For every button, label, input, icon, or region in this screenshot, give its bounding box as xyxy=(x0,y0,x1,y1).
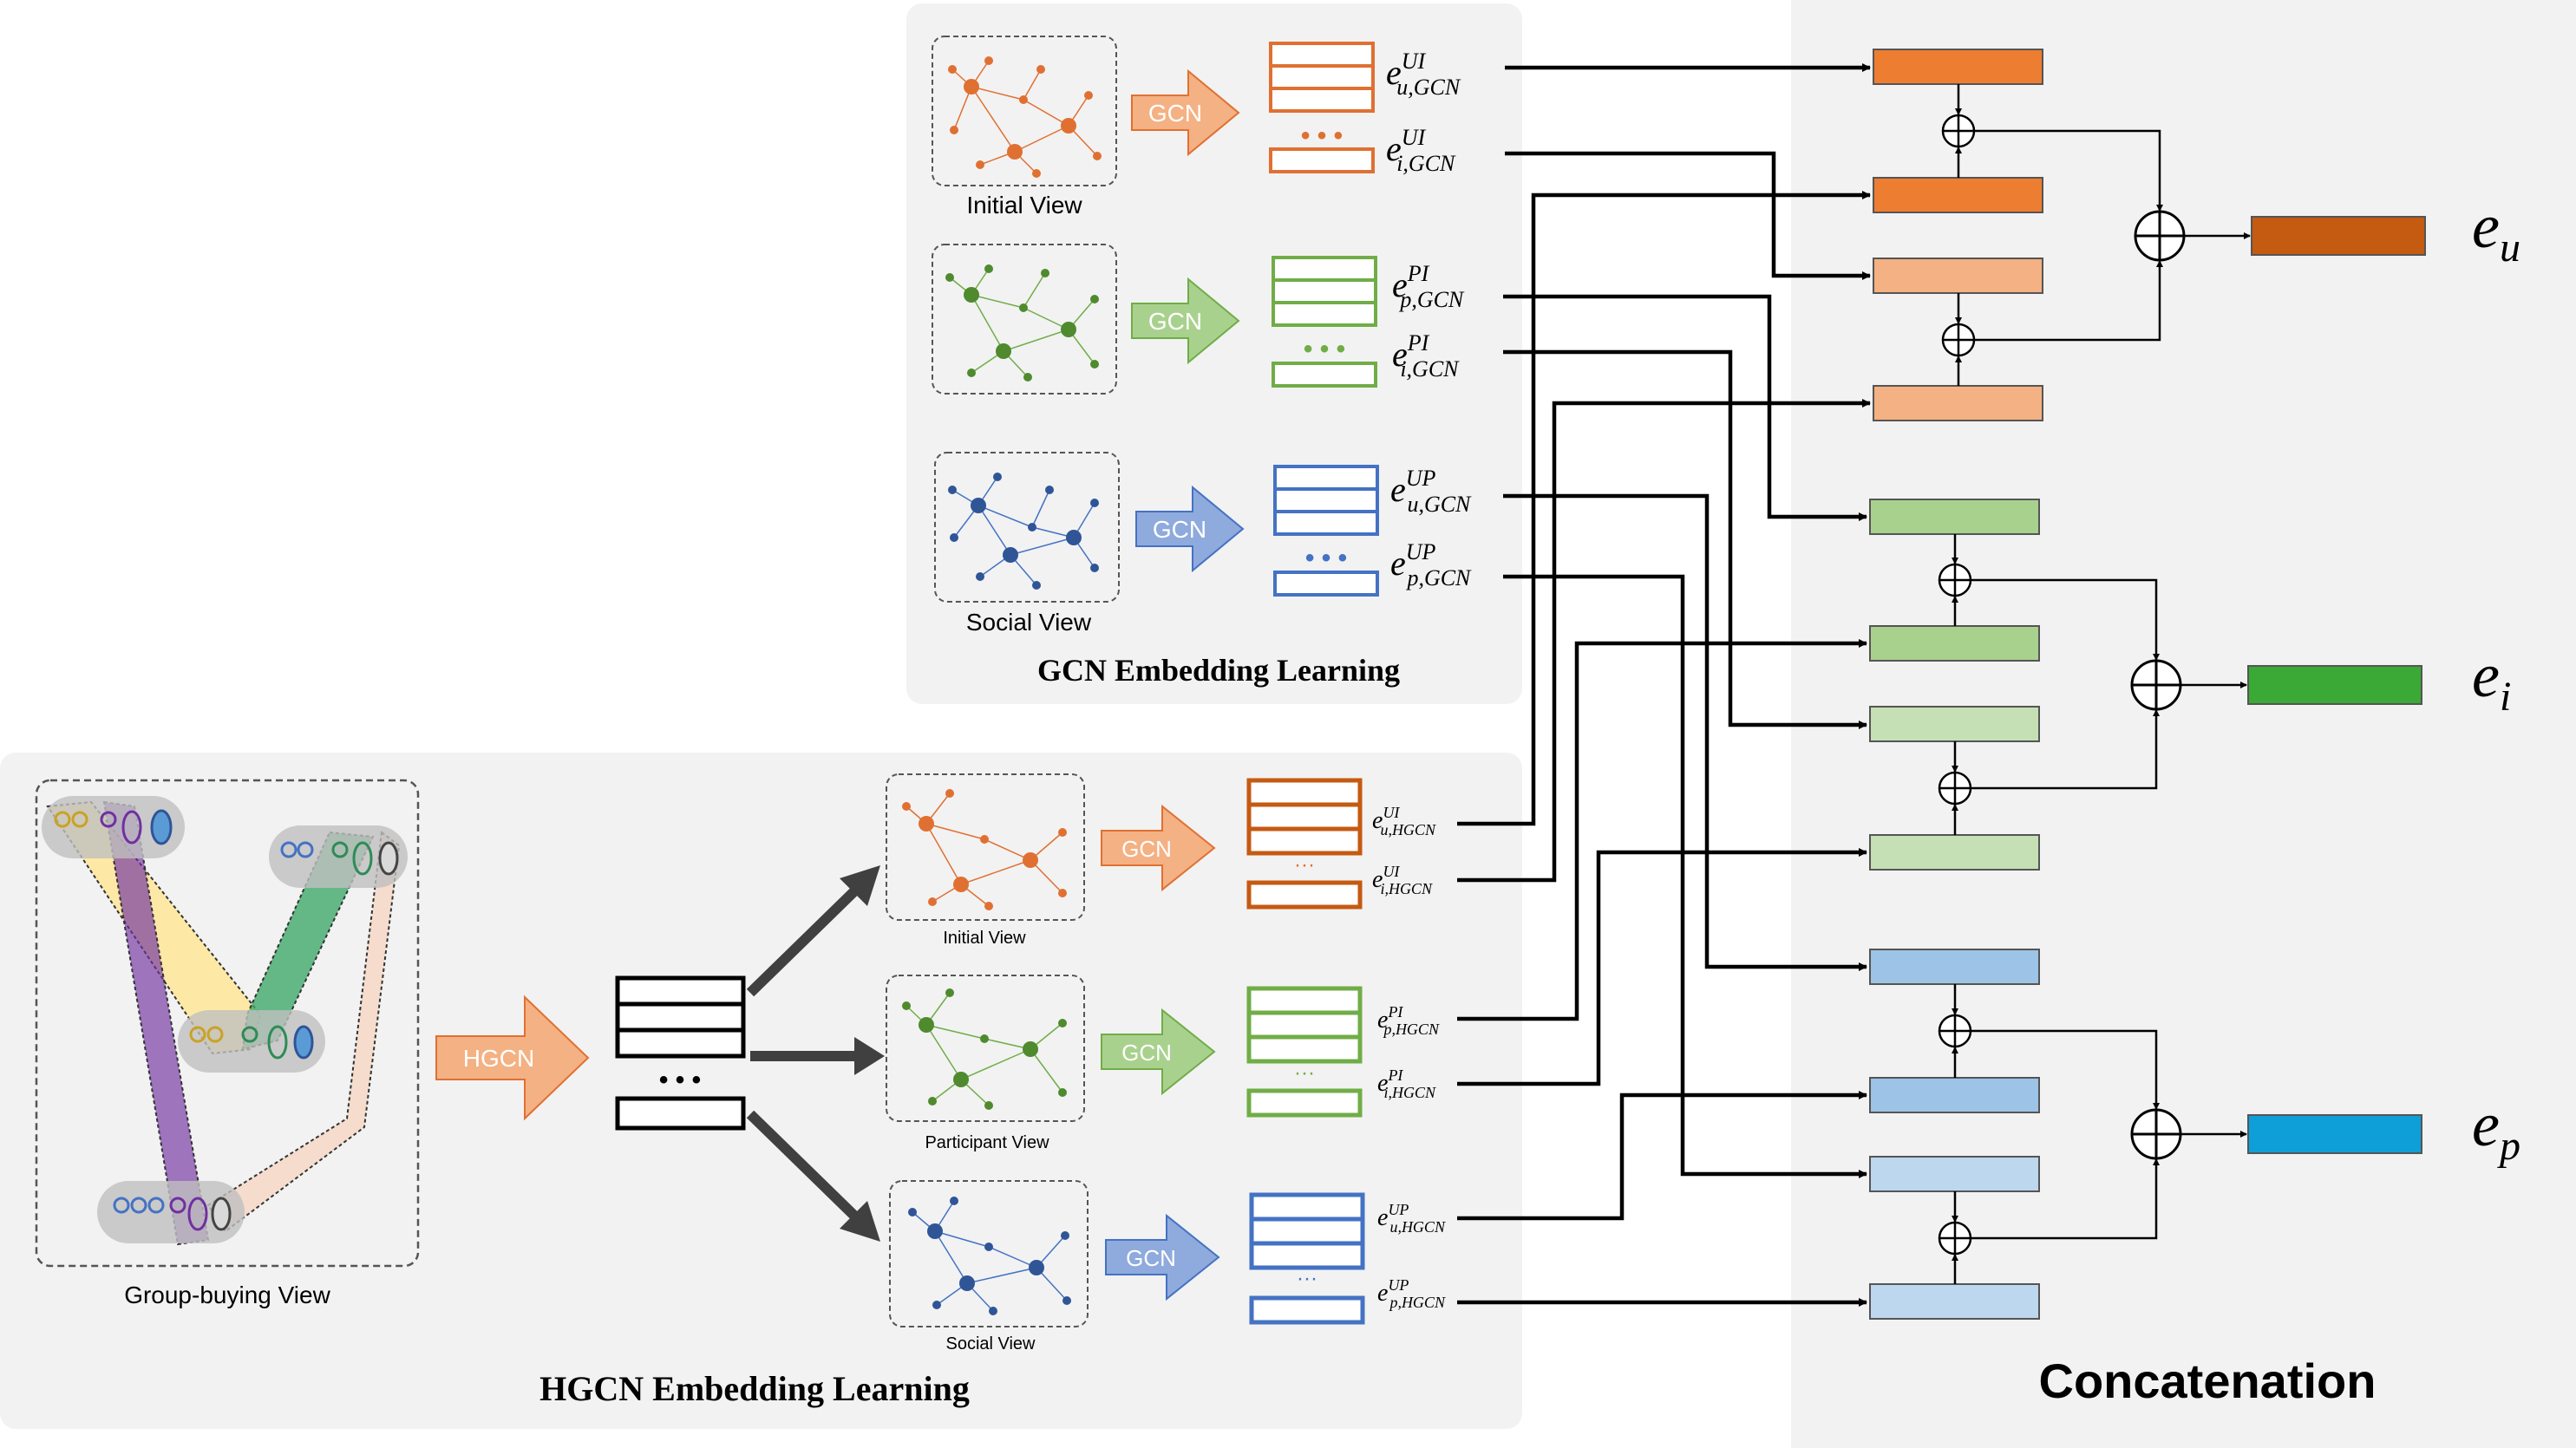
hgcn-label: HGCN xyxy=(463,1045,534,1072)
initial-embedding-dots: • • • xyxy=(1301,121,1343,150)
initial-gcn-arrow xyxy=(1131,68,1240,157)
participant-embedding-stack xyxy=(1272,256,1377,388)
hgcn-participant-gcn-label: GCN xyxy=(1121,1040,1172,1066)
group-buying-view-label: Group-buying View xyxy=(124,1282,330,1308)
social-view-label: Social View xyxy=(966,609,1092,636)
hgcn-fanout-arrows xyxy=(746,865,885,1242)
hgcn-initial-dots: ··· xyxy=(1294,853,1315,877)
bar-p-gcn-pi xyxy=(1869,949,2040,985)
initial-gcn-label: GCN xyxy=(1148,100,1202,127)
hgcn-social-view-label: Social View xyxy=(945,1334,1036,1353)
hgcn-initial-graph-box xyxy=(886,773,1085,921)
initial-view-label: Initial View xyxy=(966,192,1082,219)
participant-embedding-dots: • • • xyxy=(1304,335,1345,363)
hgcn-initial-gcn-label: GCN xyxy=(1121,836,1172,862)
social-gcn-arrow xyxy=(1135,485,1245,573)
bar-i-hgcn-pi xyxy=(1869,834,2040,871)
bar-u-gcn-ui xyxy=(1873,49,2043,85)
bar-u-hgcn-ui xyxy=(1873,177,2043,213)
hgcn-arrow xyxy=(435,995,590,1121)
hgcn-social-gcn-arrow xyxy=(1105,1213,1220,1301)
initial-view-graph-box xyxy=(932,36,1117,186)
hgcn-participant-view-label: Participant View xyxy=(925,1133,1049,1152)
group-member-icons xyxy=(54,809,399,1231)
social-embedding-stack xyxy=(1273,465,1379,597)
output-bar-i xyxy=(2247,665,2422,705)
group-buying-view: Group-buying View xyxy=(35,779,420,1308)
social-embedding-dots: • • • xyxy=(1305,544,1347,572)
bar-i-gcn-pi xyxy=(1869,706,2040,742)
bar-i-hgcn-ui xyxy=(1869,625,2040,662)
hgcn-embedding-stack xyxy=(615,975,746,1131)
output-bar-u xyxy=(2251,216,2426,256)
concat-panel-title: Concatenation xyxy=(2039,1353,2377,1408)
gcn-panel-title: GCN Embedding Learning xyxy=(1037,653,1400,688)
hgcn-panel-title: HGCN Embedding Learning xyxy=(539,1369,970,1408)
hgcn-initial-gcn-arrow xyxy=(1101,804,1216,892)
hgcn-participant-gcn-arrow xyxy=(1101,1008,1216,1096)
social-gcn-label: GCN xyxy=(1153,516,1206,543)
bar-u-gcn-up xyxy=(1873,258,2043,294)
participant-gcn-label: GCN xyxy=(1148,308,1202,335)
group-buying-view-box xyxy=(35,779,420,1268)
participant-view-graph-box xyxy=(932,244,1117,395)
bar-i-gcn-ui xyxy=(1869,499,2040,535)
hgcn-initial-view-label: Initial View xyxy=(943,929,1026,948)
bar-p-hgcn-up xyxy=(1869,1283,2040,1320)
hgcn-participant-graph-box xyxy=(886,975,1085,1122)
hgcn-social-dots: ··· xyxy=(1297,1267,1317,1290)
social-view-graph-box xyxy=(934,452,1120,603)
group-node-4 xyxy=(97,1181,245,1243)
hgcn-social-graph-box xyxy=(889,1180,1089,1327)
hgcn-participant-dots: ··· xyxy=(1294,1061,1315,1085)
embedding-connectors xyxy=(1457,63,1871,1307)
bar-u-hgcn-up xyxy=(1873,385,2043,421)
output-label-p: ep xyxy=(2472,1090,2520,1169)
concat-bars xyxy=(1869,49,2043,1320)
participant-gcn-arrow xyxy=(1131,277,1240,365)
output-bar-p xyxy=(2247,1114,2422,1154)
bar-p-gcn-up xyxy=(1869,1156,2040,1192)
bar-p-hgcn-pi xyxy=(1869,1077,2040,1113)
hgcn-social-gcn-label: GCN xyxy=(1126,1245,1176,1271)
output-label-i: ei xyxy=(2472,641,2511,720)
hgcn-embedding-dots: • • • xyxy=(659,1066,701,1094)
output-label-u: eu xyxy=(2472,192,2520,271)
initial-embedding-stack xyxy=(1269,42,1375,173)
